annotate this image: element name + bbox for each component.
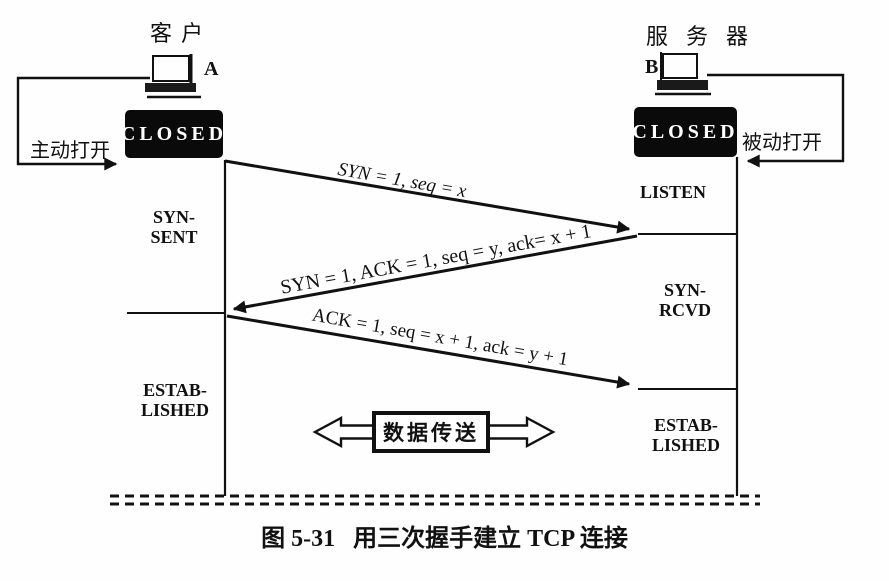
data-transfer-left-arrow-icon	[312, 415, 376, 449]
server-host-letter: B	[645, 56, 659, 78]
server-computer-icon	[655, 52, 711, 96]
server-closed-state-box: CLOSED	[632, 107, 737, 157]
passive-open-label: 被动打开	[742, 132, 822, 154]
client-title: 客户	[150, 21, 213, 46]
server-state-established: ESTAB- LISHED	[651, 415, 721, 455]
data-transfer-box: 数据传送	[372, 411, 490, 453]
server-title: 服务器	[646, 24, 767, 49]
ack-segment-arrow	[226, 314, 631, 389]
client-host-letter: A	[204, 58, 219, 80]
client-closed-state-box: CLOSED	[121, 110, 223, 158]
active-open-arrow	[16, 76, 150, 171]
client-state-syn-sent: SYN- SENT	[150, 207, 198, 247]
client-state-established: ESTAB- LISHED	[140, 380, 210, 420]
data-transfer-right-arrow-icon	[484, 415, 556, 449]
server-state-syn-rcvd: SYN- RCVD	[659, 280, 711, 320]
passive-open-arrow	[707, 73, 845, 168]
synack-segment-arrow	[232, 234, 638, 314]
server-state-listen: LISTEN	[639, 182, 707, 202]
active-open-label: 主动打开	[30, 140, 110, 162]
figure-caption: 图 5-31 用三次握手建立 TCP 连接	[261, 526, 628, 552]
client-computer-icon	[145, 54, 201, 99]
syn-segment-arrow	[224, 159, 631, 234]
